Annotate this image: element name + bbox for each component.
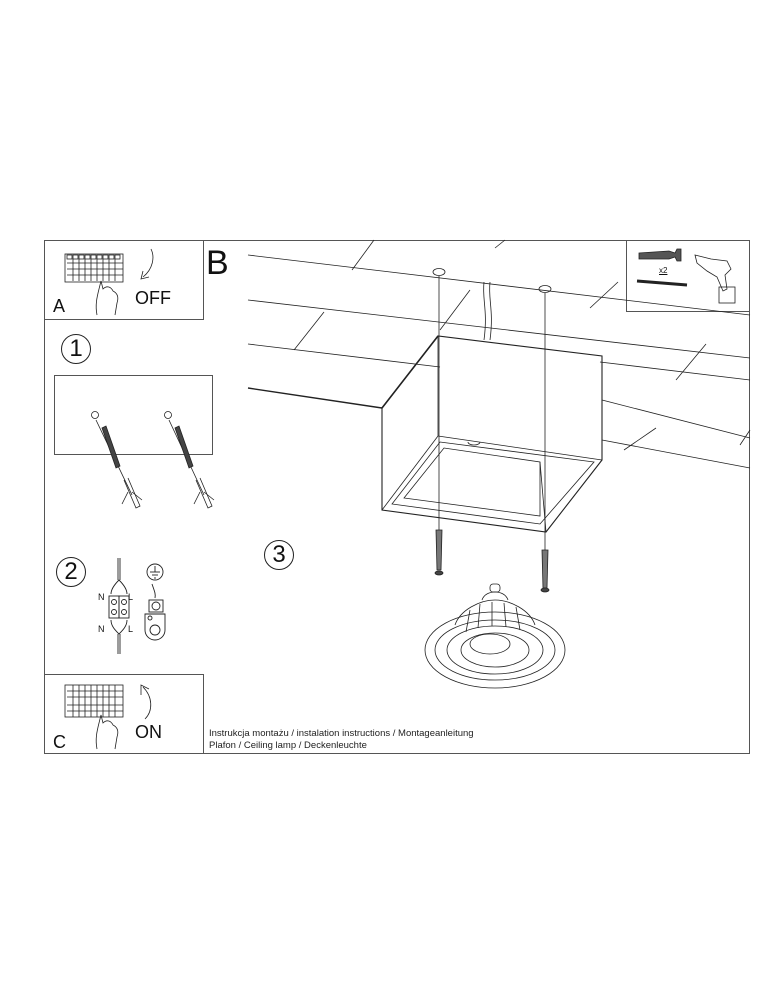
- drill-icon: [694, 254, 732, 292]
- wire-connection-diagram: [108, 558, 130, 654]
- ceiling-lamp-illustration: [247, 239, 751, 689]
- circuit-breaker-icon: [64, 248, 154, 316]
- terminal-label-l-top: L: [128, 592, 134, 602]
- caption-line-1: Instrukcja montażu / instalation instruc…: [209, 728, 474, 739]
- quantity-label: x2: [659, 266, 668, 275]
- caption-line-2: Plafon / Ceiling lamp / Deckenleuchte: [209, 740, 367, 751]
- terminal-label-n-top: N: [98, 592, 105, 602]
- step-3-badge: 3: [264, 540, 294, 570]
- terminal-label-l-bottom: L: [128, 624, 134, 634]
- off-label: OFF: [135, 288, 171, 308]
- wall-plug-with-drill-bit-icon: [91, 411, 215, 509]
- panel-b-label: B: [206, 244, 229, 282]
- panel-a-label: A: [53, 296, 66, 316]
- instruction-frame: [44, 240, 750, 754]
- tools-icons: [636, 248, 736, 304]
- circuit-breaker-icon: [64, 684, 152, 750]
- panel-a: A OFF: [44, 240, 204, 320]
- step-2-badge: 2: [56, 557, 86, 587]
- terminal-label-n-bottom: N: [98, 624, 105, 634]
- step-1-badge: 1: [61, 334, 91, 364]
- panel-c-label: C: [53, 732, 66, 752]
- wall-section: [54, 375, 213, 455]
- ground-symbol-icon: [144, 563, 166, 641]
- tools-inset: x2: [626, 240, 750, 312]
- panel-c: C ON: [44, 674, 204, 754]
- on-label: ON: [135, 722, 162, 742]
- wall-plug-icon: [638, 248, 682, 262]
